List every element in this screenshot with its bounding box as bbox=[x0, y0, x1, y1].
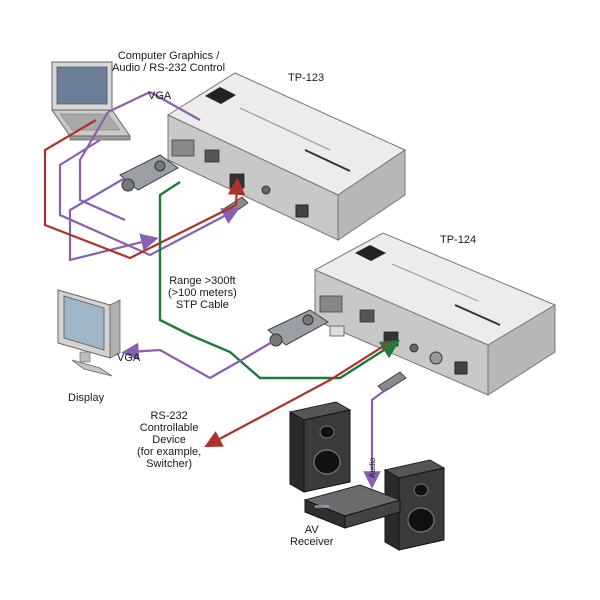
rs232-label-line4: (for example, bbox=[137, 446, 202, 458]
audio-label: Audio bbox=[368, 457, 377, 478]
vga-bottom-label: VGA bbox=[117, 352, 141, 364]
range-label: Range >300ft (>100 meters) STP Cable bbox=[168, 275, 237, 311]
computer-label: Computer Graphics / Audio / RS-232 Contr… bbox=[112, 50, 225, 74]
tp124-level-knob bbox=[429, 351, 443, 365]
audio-cable-bottom bbox=[363, 387, 389, 489]
rs232-label-line1: RS-232 bbox=[150, 410, 188, 422]
rs232-label-line5: Switcher) bbox=[146, 458, 193, 470]
range-label-line1: Range >300ft bbox=[169, 275, 236, 287]
kramer-logo-icon bbox=[355, 245, 386, 261]
tp124-audio-jack bbox=[409, 343, 419, 353]
rs232-label-line2: Controllable bbox=[139, 422, 199, 434]
stp-cable bbox=[158, 180, 401, 380]
rs232-label-line3: Device bbox=[152, 434, 186, 446]
tp124-rj45-port bbox=[359, 309, 375, 323]
av-receiver-label: AV Receiver bbox=[290, 524, 333, 548]
rs232-device-label: RS-232 Controllable Device (for example,… bbox=[137, 410, 201, 470]
av-receiver-label-line1: AV bbox=[304, 524, 319, 536]
tp124-vga-plug-icon bbox=[267, 309, 345, 347]
vga-cable-top bbox=[68, 91, 201, 262]
tp123-label: TP-123 bbox=[288, 72, 325, 84]
vga-cable-bottom bbox=[121, 341, 273, 380]
tp123-stp-port bbox=[229, 173, 245, 189]
monitor-icon bbox=[57, 289, 121, 377]
tp123-rj45-port bbox=[204, 149, 220, 163]
tp123-audio-jack bbox=[261, 185, 271, 195]
rs232-cable-bottom bbox=[204, 341, 391, 448]
tp124-label: TP-124 bbox=[440, 234, 477, 246]
range-label-line2: (>100 meters) bbox=[168, 287, 237, 299]
rs232-cable-top bbox=[43, 119, 246, 260]
audio-cable-top bbox=[58, 139, 240, 257]
computer-label-line2: Audio / RS-232 Control bbox=[112, 62, 226, 74]
tp124-audio-plug-icon bbox=[377, 371, 407, 393]
computer-label-line1: Computer Graphics / bbox=[117, 50, 220, 62]
av-receiver-label-line2: Receiver bbox=[290, 536, 334, 548]
display-label: Display bbox=[68, 392, 105, 404]
tp123-power-port bbox=[295, 204, 309, 218]
vga-top-label: VGA bbox=[148, 90, 172, 102]
kramer-logo-icon bbox=[205, 87, 236, 104]
tp123-vga-port bbox=[171, 139, 195, 157]
tp124-vga-port bbox=[319, 295, 343, 313]
tp124-power-port bbox=[454, 361, 468, 375]
av-receiver-icon bbox=[303, 484, 402, 529]
tp123-vga-plug-icon bbox=[119, 154, 179, 192]
tp-124-device bbox=[313, 232, 557, 396]
speaker-icon bbox=[288, 401, 352, 493]
range-label-line3: STP Cable bbox=[175, 299, 229, 311]
tp-123-device bbox=[166, 72, 407, 241]
